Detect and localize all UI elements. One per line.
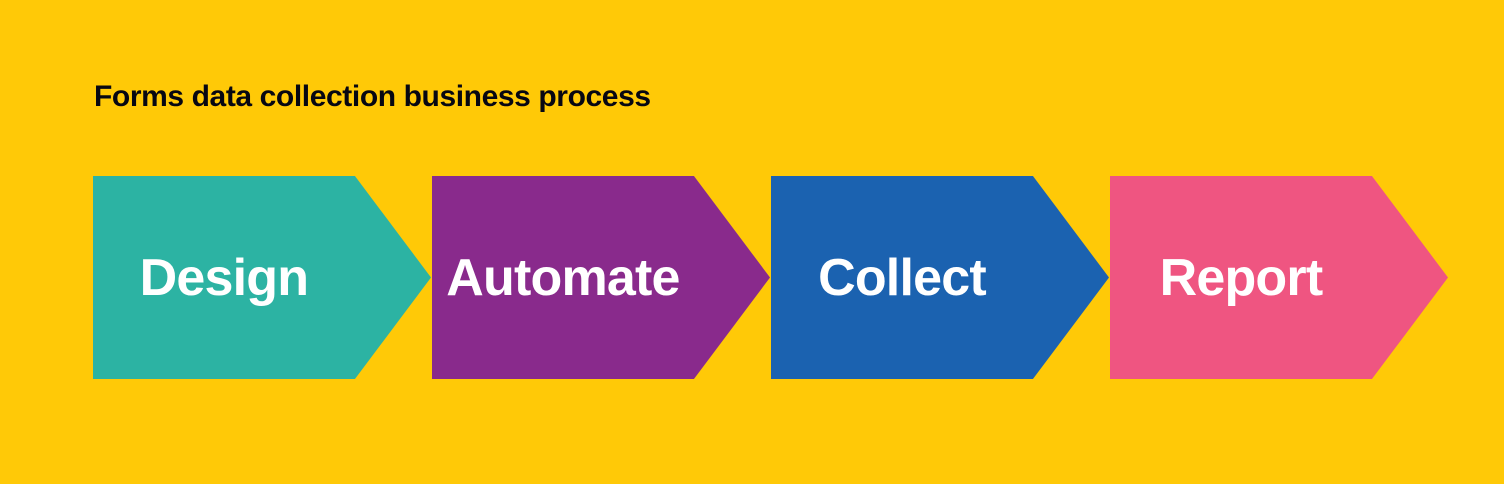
chevron-shape-report	[1110, 176, 1448, 379]
chevron-shape-design	[93, 176, 431, 379]
process-step-design[interactable]: Design	[93, 176, 431, 379]
process-step-report[interactable]: Report	[1110, 176, 1448, 379]
chevron-shape-collect	[771, 176, 1109, 379]
chevron-shape-automate	[432, 176, 770, 379]
page-title: Forms data collection business process	[94, 80, 651, 113]
process-step-automate[interactable]: Automate	[432, 176, 770, 379]
process-step-collect[interactable]: Collect	[771, 176, 1109, 379]
